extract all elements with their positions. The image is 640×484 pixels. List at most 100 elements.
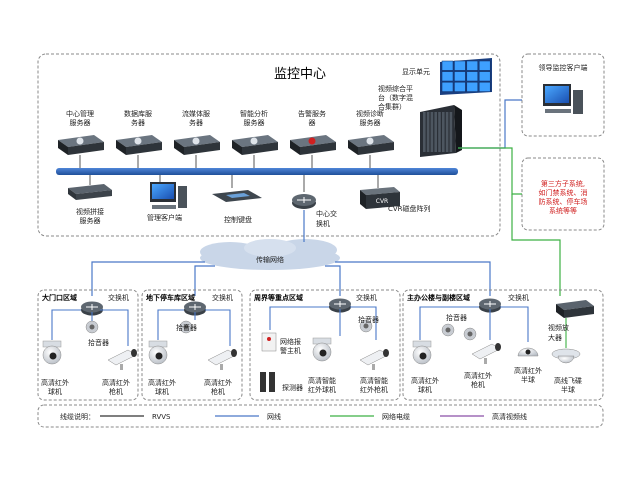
zone3-detector-label: 探测器: [282, 383, 303, 392]
zone3-detector-icon: [260, 372, 275, 392]
zone-4: 主办公楼与副楼区域交换机拾音器高清红外球机高清红外枪机高清红外半球高线飞碟半球: [402, 289, 604, 401]
monitoring-center-box: [37, 53, 501, 237]
zone3-alarm-host-icon: [261, 332, 277, 352]
zone4-switch-icon: [479, 298, 501, 313]
zone-box-1: [37, 289, 139, 401]
zone3-pickup-label: 拾音器: [358, 315, 379, 324]
video-platform-label-3: 合集群）: [378, 102, 406, 111]
zone2-cam2-label-2: 枪机: [211, 387, 225, 396]
zone2-bullet-camera-icon: [207, 349, 237, 370]
zone2-cam1-label-2: 球机: [155, 387, 169, 396]
center-switch-label-1: 中心交: [316, 209, 337, 218]
zone4-mini-dome-icon: [517, 347, 539, 357]
server-label-3-1: 流媒体服: [182, 109, 210, 118]
legend-title: 线缆说明：: [60, 412, 95, 421]
legend-label-2: 网线: [267, 412, 281, 421]
video-platform-icon: [420, 105, 462, 157]
server-label-5-1: 告警服务: [298, 109, 326, 118]
cvr-array-label: CVR磁盘阵列: [388, 204, 431, 213]
zone3-cam2-label-1: 高清智能: [360, 376, 388, 385]
zone4-pickup-label: 拾音器: [446, 313, 467, 322]
splicing-server-label-2: 服务器: [80, 216, 101, 225]
third-party-text-3: 防系统、停车场: [539, 197, 588, 206]
server-2: [116, 135, 162, 168]
zone2-cam2-label-1: 高清红外: [204, 378, 232, 387]
server-3: [174, 135, 220, 168]
zone4-cam2-label-1: 高清红外: [464, 371, 492, 380]
splicing-server-label-1: 视频拼接: [76, 207, 104, 216]
zone3-alarm-host-label-2: 警主机: [280, 346, 301, 355]
video-platform-label-1: 视频综合平: [378, 84, 413, 93]
leader-client-pc-icon: [543, 84, 583, 114]
server-label-1-2: 服务器: [70, 118, 91, 127]
zone-box-3: [249, 289, 401, 401]
center-switch-label-2: 换机: [316, 219, 330, 228]
server-label-1-1: 中心管理: [66, 109, 94, 118]
zone2-pickup-icon: [179, 320, 193, 334]
zone3-cam2-label-2: 红外枪机: [360, 385, 388, 394]
zone1-switch-label: 交换机: [108, 293, 129, 302]
zone4-switch-label: 交换机: [508, 293, 529, 302]
monitoring-center-title: 监控中心: [274, 67, 326, 82]
video-amplifier-icon: [556, 300, 594, 318]
zone-3: 周界等重点区域交换机拾音器网络报警主机探测器高清智能红外球机高清智能红外枪机: [249, 289, 401, 401]
server-label-2-2: 务器: [131, 118, 145, 127]
zone2-dome-camera-icon: [148, 340, 168, 365]
zone3-alarm-host-label-1: 网络报: [280, 337, 301, 346]
zone-1: 大门口区域交换机拾音器高清红外球机高清红外枪机: [37, 289, 139, 401]
zone1-dome-camera-icon: [42, 340, 62, 365]
zone4-cam1-label-2: 球机: [418, 385, 432, 394]
zone4-cam1-label-1: 高清红外: [411, 376, 439, 385]
zone1-bullet-camera-icon: [107, 349, 137, 370]
zone3-bullet-camera-icon: [359, 349, 389, 370]
keyboard-label: 控制键盘: [224, 215, 252, 224]
server-1: [58, 135, 104, 168]
zone3-switch-icon: [329, 298, 351, 313]
server-label-2-1: 数据库服: [124, 109, 152, 118]
server-label-6-1: 视频诊断: [356, 109, 384, 118]
cvr-badge: CVR: [376, 198, 388, 205]
center-switch-icon: [292, 175, 316, 209]
zone-title-1: 大门口区域: [42, 293, 77, 302]
zone2-cam1-label-1: 高清红外: [148, 378, 176, 387]
server-label-4-1: 智能分析: [240, 109, 268, 118]
zone1-cam1-label-2: 球机: [48, 387, 62, 396]
zone1-cam2-label-1: 高清红外: [102, 378, 130, 387]
zone4-cam4-label-1: 高线飞碟: [554, 376, 582, 385]
zone4-ufo-dome-icon: [551, 318, 581, 364]
zone1-pickup-icon: [85, 320, 99, 334]
server-5: [290, 135, 336, 168]
server-4: [232, 135, 278, 168]
server-label-4-2: 服务器: [244, 118, 265, 127]
center-network-bus: [56, 168, 458, 175]
zone3-switch-label: 交换机: [356, 293, 377, 302]
zone4-cam3-label-1: 高清红外: [514, 366, 542, 375]
legend-label-1: RVVS: [152, 413, 171, 421]
zone3-pickup-icon: [359, 319, 373, 333]
zone4-pickup-icon-2: [463, 327, 477, 341]
zone2-pickup-label: 拾音器: [176, 323, 197, 332]
server-label-3-2: 务器: [189, 118, 203, 127]
zone4-cam4-label-2: 半球: [561, 385, 575, 394]
cvr-array-icon: [360, 175, 400, 209]
zone-box-4: [402, 289, 604, 401]
keyboard-icon: [212, 175, 262, 202]
zone-title-2: 地下停车库区域: [146, 293, 195, 302]
zone2-switch-label: 交换机: [212, 293, 233, 302]
zone3-cam1-label-2: 红外球机: [308, 385, 336, 394]
amplifier-label-2: 大器: [548, 333, 562, 342]
zone3-dome-camera-icon: [312, 337, 332, 362]
leader-client-title: 领导监控客户端: [539, 63, 588, 72]
zone4-bullet-camera-icon: [471, 343, 501, 364]
zone4-cam2-label-2: 枪机: [471, 380, 485, 389]
third-party-text-1: 第三方子系统,: [541, 179, 585, 188]
transmission-network-cloud: [200, 239, 340, 270]
zone1-cam2-label-2: 枪机: [109, 387, 123, 396]
zone4-pickup-icon: [441, 323, 455, 337]
server-label-5-2: 器: [309, 119, 316, 127]
server-label-6-2: 服务器: [360, 118, 381, 127]
zone-title-4: 主办公楼与副楼区域: [407, 293, 470, 302]
